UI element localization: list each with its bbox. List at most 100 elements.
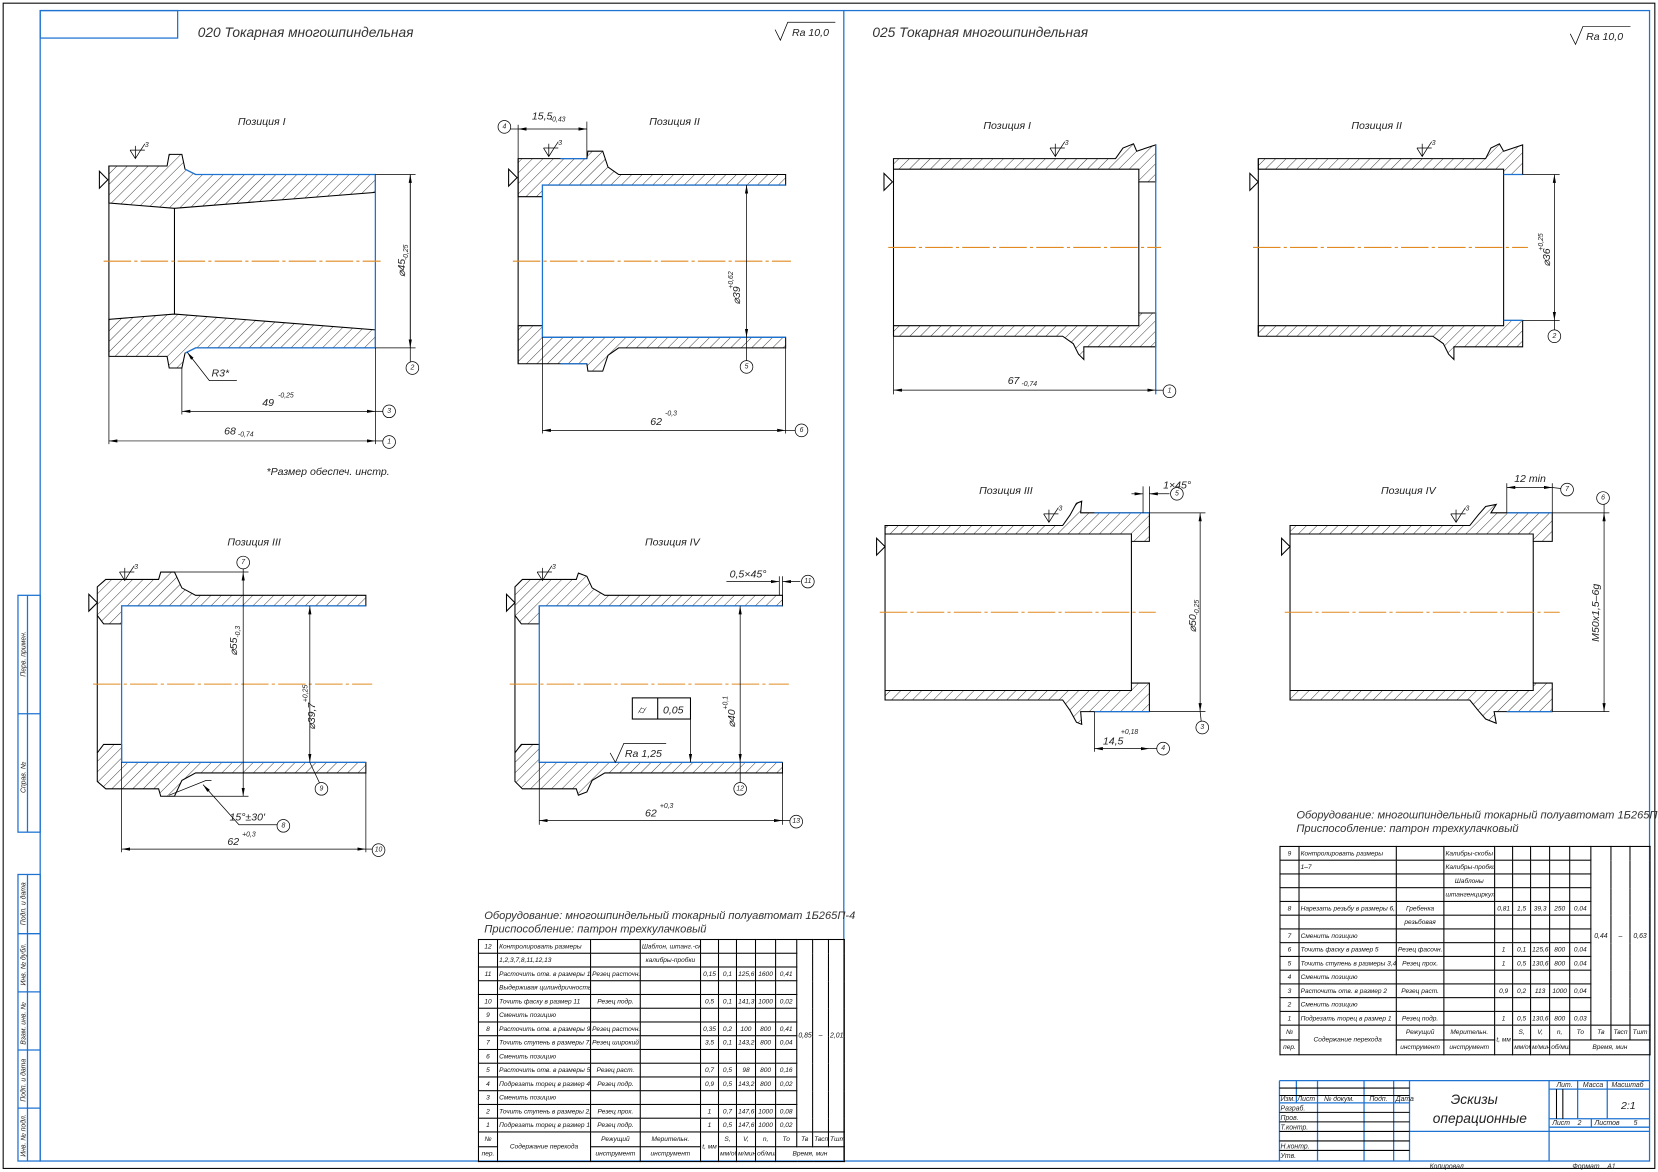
svg-text:62: 62 [645,807,657,819]
measuring-tool [639,1048,702,1064]
time-to: 0,04 [1569,983,1592,999]
cutting-tool [1395,859,1445,875]
step-content: Сменить позицию [1298,928,1397,944]
header-time: Твсп [812,1131,830,1148]
svg-text:Т.контр.: Т.контр. [1281,1124,1309,1131]
roughness-icon [1450,507,1466,523]
rpm-n [754,1007,777,1023]
position-title: Позиция III [979,485,1033,497]
svg-text:0,05: 0,05 [663,705,684,717]
datum-triangle-icon [508,168,518,187]
feed-s [717,1048,738,1064]
rpm-n [1549,997,1571,1012]
speed-v [735,1048,757,1064]
depth-t: 0,9 [1494,983,1514,999]
depth-t: 1 [1494,942,1514,957]
depth-t [1494,969,1514,985]
depth-t [699,938,720,954]
time-to [775,1007,798,1023]
depth-t [1494,859,1514,875]
svg-text:68: 68 [224,426,236,438]
step-number: 6 [477,1048,499,1064]
svg-text:+0,3: +0,3 [242,831,256,838]
feed-s: 0,1 [1512,942,1532,957]
feed-s [1512,859,1532,875]
time-to: 0,16 [775,1062,798,1078]
cutting-tool: Резец прох. [1395,955,1445,971]
callout: 2 [409,364,414,371]
svg-text:Дата: Дата [1395,1096,1414,1103]
step-content: Подрезать торец в размер 1 [1298,1010,1397,1026]
measuring-tool [639,1021,702,1037]
cutting-tool: Резец прох. [590,1103,641,1119]
svg-text:2: 2 [1577,1120,1582,1127]
rpm-n: 1000 [1549,983,1571,999]
step-content [1298,914,1397,930]
cutting-tool [1395,997,1445,1012]
header-n: n, [1549,1024,1571,1041]
stamp-label: Перв. примен. [20,631,27,677]
cutting-tool: Резец подр. [590,993,641,1009]
cutting-tool: Резец подр. [590,1076,641,1092]
speed-v [735,980,757,996]
table-row: резьбовая [1279,914,1650,930]
step-content: Расточить отв. в размер 2 [1298,983,1397,999]
speed-v: 143,2 [735,1035,757,1050]
feed-s [1512,928,1532,944]
measuring-tool: Калибры-скобы [1443,845,1496,861]
datum-triangle-icon [88,593,98,612]
cutting-tool: Резец раст. [1395,983,1445,999]
svg-text:⌀45: ⌀45 [396,259,408,277]
measuring-tool [1443,1010,1496,1026]
feed-s [1512,997,1532,1012]
time-to: 0,02 [775,993,798,1009]
step-content: Сменить позицию [496,1090,592,1105]
speed-v: 141,3 [735,993,757,1009]
feed-s: 0,2 [717,1021,738,1037]
svg-text:Н.контр.: Н.контр. [1281,1143,1310,1150]
measuring-tool [639,1103,702,1119]
rpm-n [1549,887,1571,902]
rpm-n: 250 [1549,900,1571,916]
header-content: Содержание перехода [496,1131,592,1163]
feed-s: 0,1 [717,1035,738,1050]
time-to: 0,04 [1569,955,1592,971]
time-to: 0,41 [775,966,798,982]
datum-triangle-icon [1249,172,1259,191]
speed-v: 125,6 [1530,942,1551,957]
feed-s [1512,969,1532,985]
depth-t: 0,7 [699,1062,720,1078]
header-tool: Режущий [590,1131,641,1148]
svg-text:+0,25: +0,25 [303,685,310,703]
time-to: 0,02 [775,1117,798,1133]
step-number: 5 [1279,955,1300,971]
depth-t: 0,35 [699,1021,720,1037]
depth-t: 0,15 [699,966,720,982]
speed-v: 147,6 [735,1103,757,1119]
svg-text:Пров.: Пров. [1281,1115,1299,1122]
header-time-label: Время, мин [775,1146,845,1163]
svg-text:Копировал: Копировал [1430,1163,1464,1170]
header-meas: Мерительн. [1443,1024,1496,1041]
depth-t [699,1090,720,1105]
feed-s: 0,1 [717,993,738,1009]
header-n: n, [754,1131,777,1148]
feed-s: 0,5 [717,1076,738,1092]
header-num: пер. [1279,1039,1300,1056]
svg-text:M50x1,5–6g: M50x1,5–6g [1590,584,1602,642]
speed-v [735,1090,757,1105]
measuring-tool [1443,997,1496,1012]
callout: 10 [375,847,383,854]
position-title: Позиция I [238,116,286,128]
time-to [1569,969,1592,985]
svg-text:Подп.: Подп. [1369,1095,1387,1103]
cutting-tool: Резец расточн. [590,966,641,982]
cutting-tool [1395,887,1445,902]
svg-text:3: 3 [134,564,138,571]
feed-s [717,1090,738,1105]
speed-v [735,938,757,954]
